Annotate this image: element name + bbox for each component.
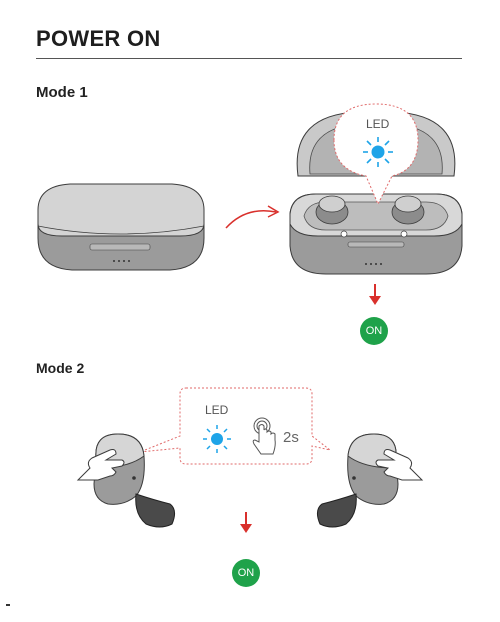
mode-2-heading: Mode 2 <box>36 360 84 376</box>
led-light-icon <box>202 424 232 454</box>
on-status-badge-mode-1: ON <box>360 317 388 345</box>
down-arrow-icon <box>239 512 253 534</box>
down-arrow-icon <box>368 284 382 306</box>
title-divider <box>36 58 462 59</box>
hold-duration-label: 2s <box>283 429 299 446</box>
page-title: POWER ON <box>36 26 161 52</box>
led-label-mode-1: LED <box>366 117 389 131</box>
led-label-mode-2: LED <box>205 403 228 417</box>
mode-1-heading: Mode 1 <box>36 84 88 101</box>
hand-touch-icon <box>370 440 424 484</box>
led-light-icon <box>362 136 394 168</box>
on-status-badge-mode-2: ON <box>232 559 260 587</box>
closed-charging-case <box>30 180 212 276</box>
finger-press-icon <box>249 416 279 456</box>
page-mark <box>6 604 10 606</box>
curved-arrow-icon <box>222 202 282 230</box>
hand-touch-icon <box>76 440 130 484</box>
